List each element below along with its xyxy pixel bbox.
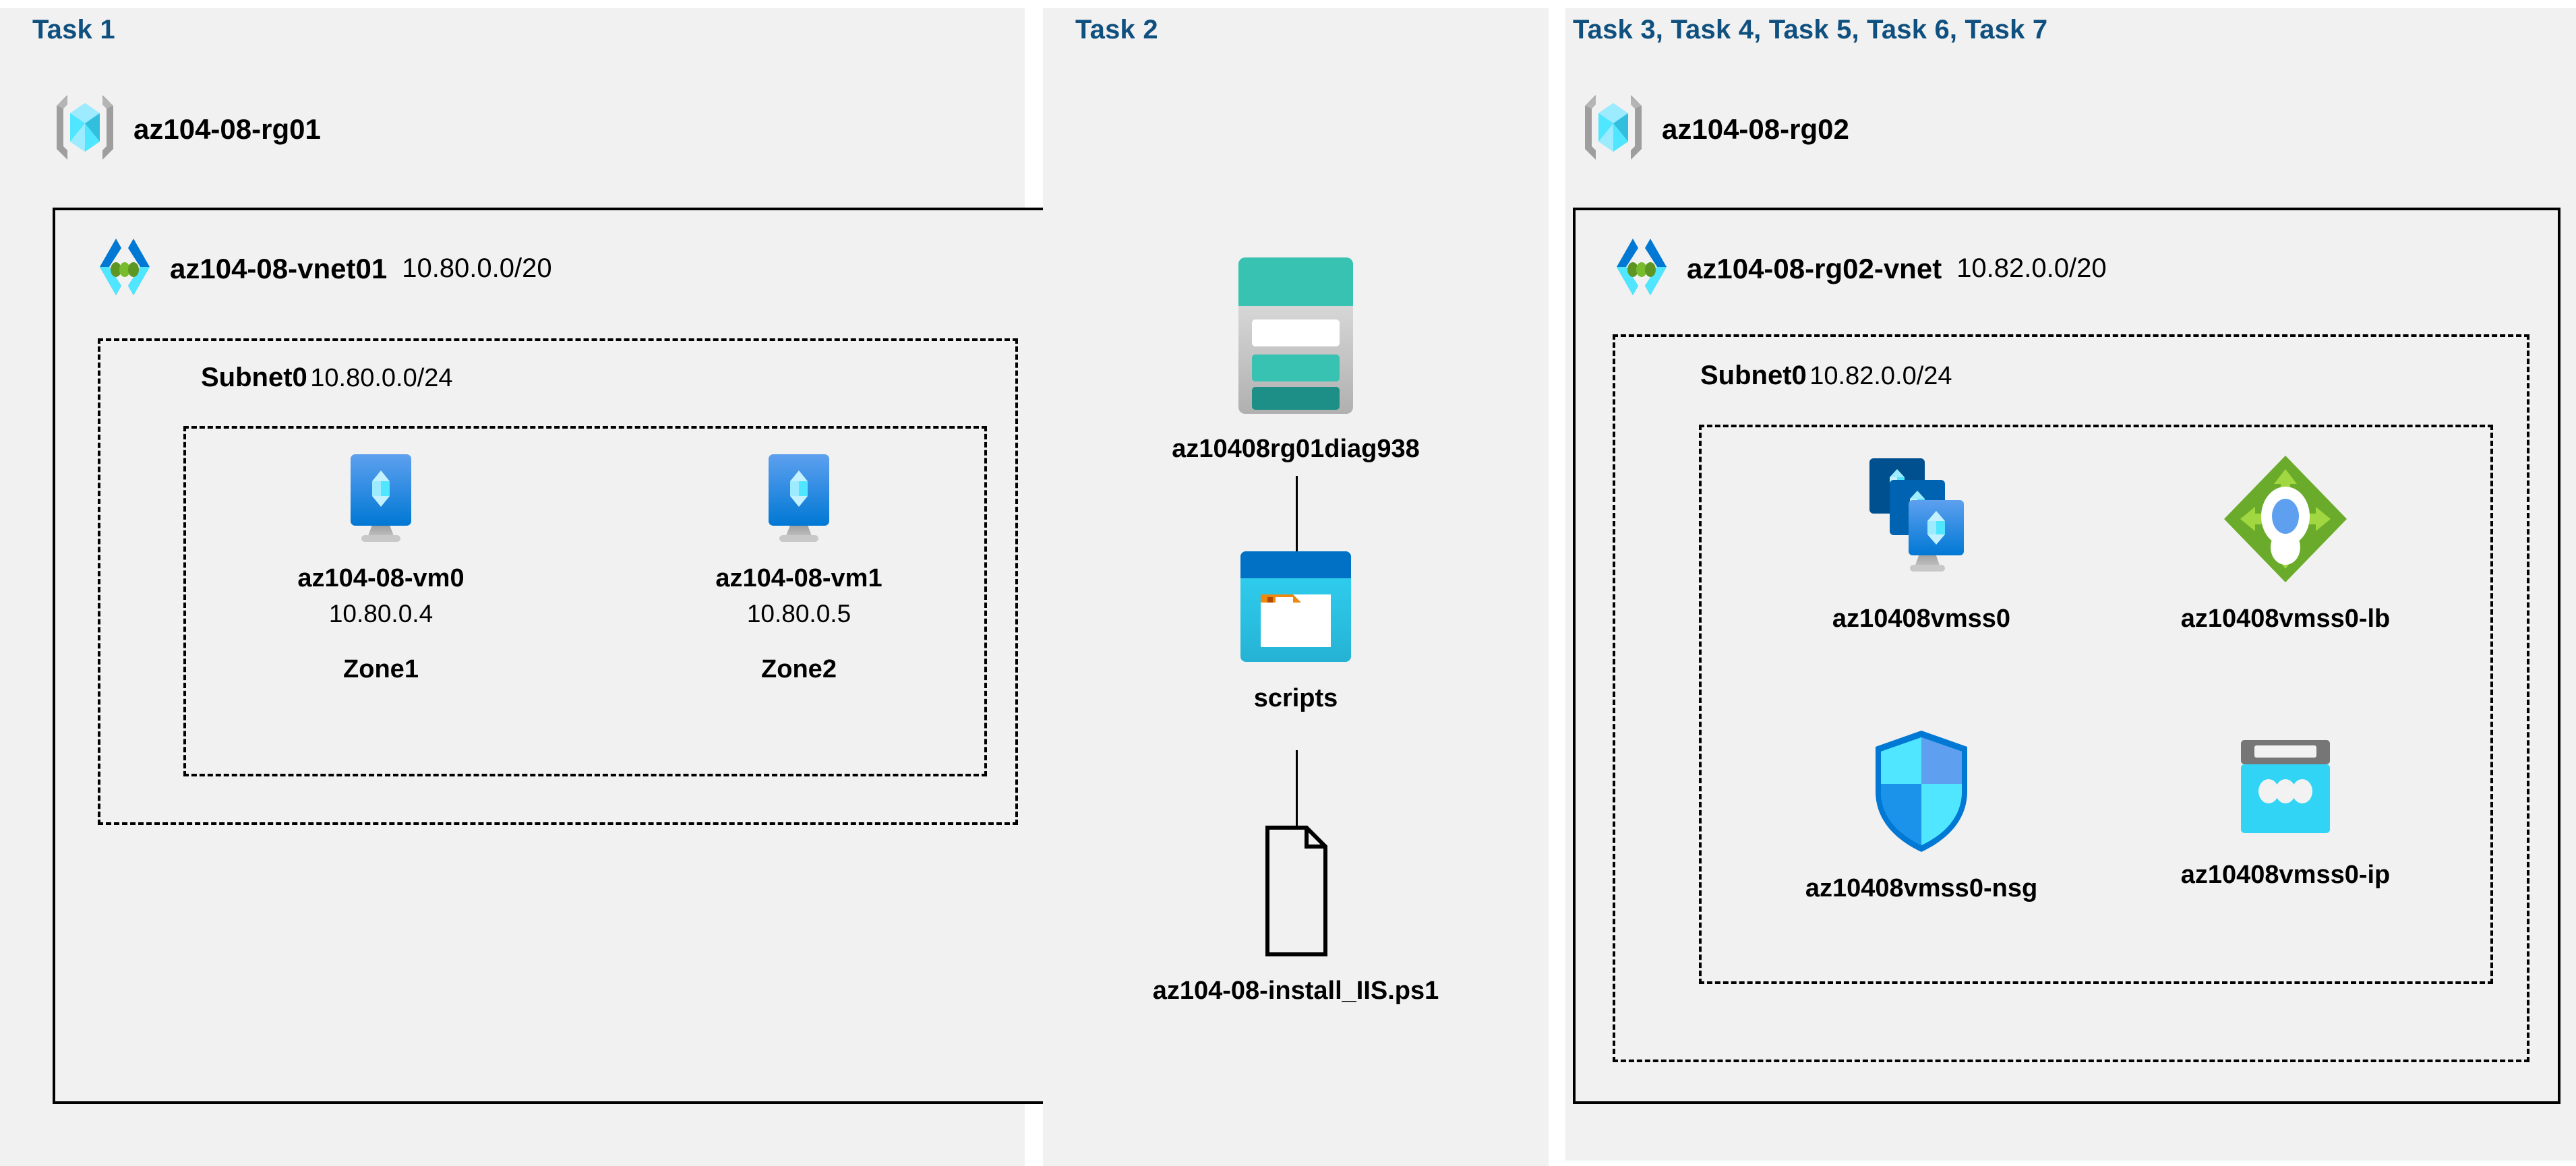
virtual-network-icon (94, 235, 155, 303)
task1-subnet-name: Subnet0 (201, 363, 307, 392)
blob-container-icon (1236, 547, 1355, 669)
task2-blob-container[interactable]: scripts (1144, 547, 1447, 713)
task1-vnet: az104-08-vnet01 10.80.0.0/20 (94, 235, 552, 303)
task3-vnet-box (1573, 208, 2560, 1104)
task3-resource-group-box (1699, 425, 2493, 984)
task1-resource-group-name: az104-08-rg01 (133, 113, 321, 145)
resource-group-icon (1581, 91, 1646, 167)
task3-vnet-cidr: 10.82.0.0/20 (1956, 253, 2107, 283)
task2-blob-container-name: scripts (1253, 684, 1338, 712)
task1-vm1-name: az104-08-vm1 (715, 564, 882, 592)
file-icon (1245, 824, 1346, 962)
task1-title: Task 1 (32, 15, 115, 44)
virtual-network-icon (1611, 235, 1672, 303)
task1-vm1-zone: Zone2 (761, 655, 837, 683)
task3-resource-group-name: az104-08-rg02 (1662, 113, 1849, 145)
task2-storage-account[interactable]: az10408rg01diag938 (1144, 255, 1447, 464)
task3-nsg[interactable]: az10408vmss0-nsg (1780, 728, 2063, 903)
task3-vmss[interactable]: az10408vmss0 (1780, 452, 2063, 634)
task1-vm0-name: az104-08-vm0 (297, 564, 465, 592)
task2-storage-account-name: az10408rg01diag938 (1172, 435, 1420, 463)
public-ip-address-icon (2231, 735, 2339, 846)
vm-scale-set-icon (1857, 452, 1985, 590)
task2-script-file-name: az104-08-install_IIS.ps1 (1152, 977, 1439, 1005)
task2-script-file[interactable]: az104-08-install_IIS.ps1 (1144, 824, 1447, 1006)
task2-title: Task 2 (1075, 15, 1158, 44)
task1-vm0-zone: Zone1 (343, 655, 419, 683)
task1-vm1[interactable]: az104-08-vm1 10.80.0.5 Zone2 (681, 452, 917, 684)
task1-vm0[interactable]: az104-08-vm0 10.80.0.4 Zone1 (263, 452, 499, 684)
task3-load-balancer-name: az10408vmss0-lb (2180, 605, 2391, 633)
storage-account-icon (1232, 255, 1360, 420)
task3-vnet-name: az104-08-rg02-vnet (1687, 252, 1942, 284)
task3-subnet-name: Subnet0 (1700, 361, 1807, 390)
task3-vnet: az104-08-rg02-vnet 10.82.0.0/20 (1611, 235, 2107, 303)
network-security-group-icon (1867, 728, 1975, 859)
load-balancer-icon (2221, 452, 2349, 590)
task1-vm1-ip: 10.80.0.5 (746, 600, 851, 627)
task1-vnet-cidr: 10.80.0.0/20 (402, 253, 552, 283)
task3-subnet-box (1613, 334, 2529, 1062)
virtual-machine-icon (758, 452, 840, 549)
virtual-machine-icon (340, 452, 422, 549)
task1-vnet-name: az104-08-vnet01 (170, 252, 388, 284)
resource-group-icon (53, 91, 117, 167)
task3-public-ip[interactable]: az10408vmss0-ip (2144, 735, 2427, 890)
task1-vm0-ip: 10.80.0.4 (328, 600, 433, 627)
task1-vm-group-box (183, 426, 987, 776)
task3-subnet-label: Subnet0 10.82.0.0/24 (1700, 361, 1952, 391)
task3-resource-group: az104-08-rg02 (1581, 91, 1849, 167)
task1-subnet-cidr: 10.80.0.0/24 (310, 364, 453, 392)
connector-scripts-to-file (1296, 750, 1298, 827)
connector-storage-to-scripts (1296, 476, 1298, 553)
task3-load-balancer[interactable]: az10408vmss0-lb (2144, 452, 2427, 634)
task1-subnet-box (98, 338, 1018, 825)
task3-subnet-cidr: 10.82.0.0/24 (1809, 362, 1952, 390)
task3-public-ip-name: az10408vmss0-ip (2180, 861, 2391, 889)
task1-resource-group: az104-08-rg01 (53, 91, 321, 167)
task3-nsg-name: az10408vmss0-nsg (1805, 874, 2038, 902)
task1-subnet-label: Subnet0 10.80.0.0/24 (201, 363, 453, 393)
task3-vmss-name: az10408vmss0 (1832, 605, 2011, 633)
task3-title: Task 3, Task 4, Task 5, Task 6, Task 7 (1573, 15, 2048, 44)
